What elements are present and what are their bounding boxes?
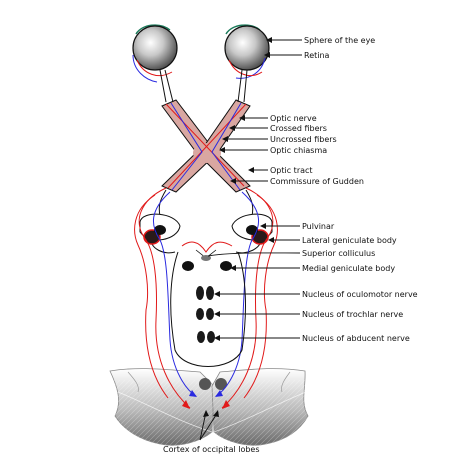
left-eye: [132, 24, 178, 103]
label-retina: Retina: [304, 51, 330, 60]
leader-arrows: [199, 39, 302, 441]
label-optic-nerve: Optic nerve: [270, 114, 317, 123]
right-pulvinar: [246, 225, 258, 235]
label-optic-tract: Optic tract: [270, 166, 313, 175]
left-geniculate-complex: [139, 213, 181, 245]
occipital-pole-left: [199, 378, 211, 390]
label-commissure-of-gudden: Commissure of Gudden: [270, 177, 364, 186]
leader-arrowheads: [203, 37, 274, 417]
oculomotor-nucleus-left: [196, 286, 204, 300]
label-lateral-geniculate-body: Lateral geniculate body: [302, 236, 397, 245]
midbrain: [170, 241, 246, 367]
trochlear-nucleus-left: [196, 308, 204, 320]
left-pulvinar: [154, 225, 166, 235]
radiation-arrowheads: [182, 390, 230, 409]
label-cortex-of-occipital-lobes: Cortex of occipital lobes: [163, 445, 260, 454]
label-uncrossed-fibers: Uncrossed fibers: [270, 135, 337, 144]
label-optic-chiasma: Optic chiasma: [270, 146, 327, 155]
abducent-nucleus-right: [207, 331, 215, 343]
oculomotor-nucleus-right: [206, 286, 214, 300]
label-pulvinar: Pulvinar: [302, 222, 335, 231]
label-nucleus-trochlar: Nucleus of trochlar nerve: [302, 310, 403, 319]
left-medial-geniculate-body: [182, 261, 194, 271]
label-nucleus-abducent: Nucleus of abducent nerve: [302, 334, 410, 343]
trochlear-nucleus-right: [206, 308, 214, 320]
label-crossed-fibers: Crossed fibers: [270, 124, 327, 133]
crossed-fibers-lines: [165, 103, 247, 189]
label-sphere-of-the-eye: Sphere of the eye: [304, 36, 375, 45]
superior-colliculus: [201, 255, 211, 261]
label-superior-colliculus: Superior colliculus: [302, 249, 375, 258]
uncrossed-fibers-lines: [170, 102, 242, 191]
right-eye: [224, 24, 270, 103]
label-medial-geniculate-body: Medial geniculate body: [302, 264, 395, 273]
occipital-pole-right: [215, 378, 227, 390]
label-nucleus-oculomotor: Nucleus of oculomotor nerve: [302, 290, 418, 299]
abducent-nucleus-left: [197, 331, 205, 343]
right-eyeball: [224, 25, 270, 71]
optic-chiasma-structure: [161, 99, 251, 193]
occipital-cortex: [109, 368, 309, 446]
left-eyeball: [132, 25, 178, 71]
right-medial-geniculate-body: [220, 261, 232, 271]
right-geniculate-complex: [231, 213, 273, 245]
